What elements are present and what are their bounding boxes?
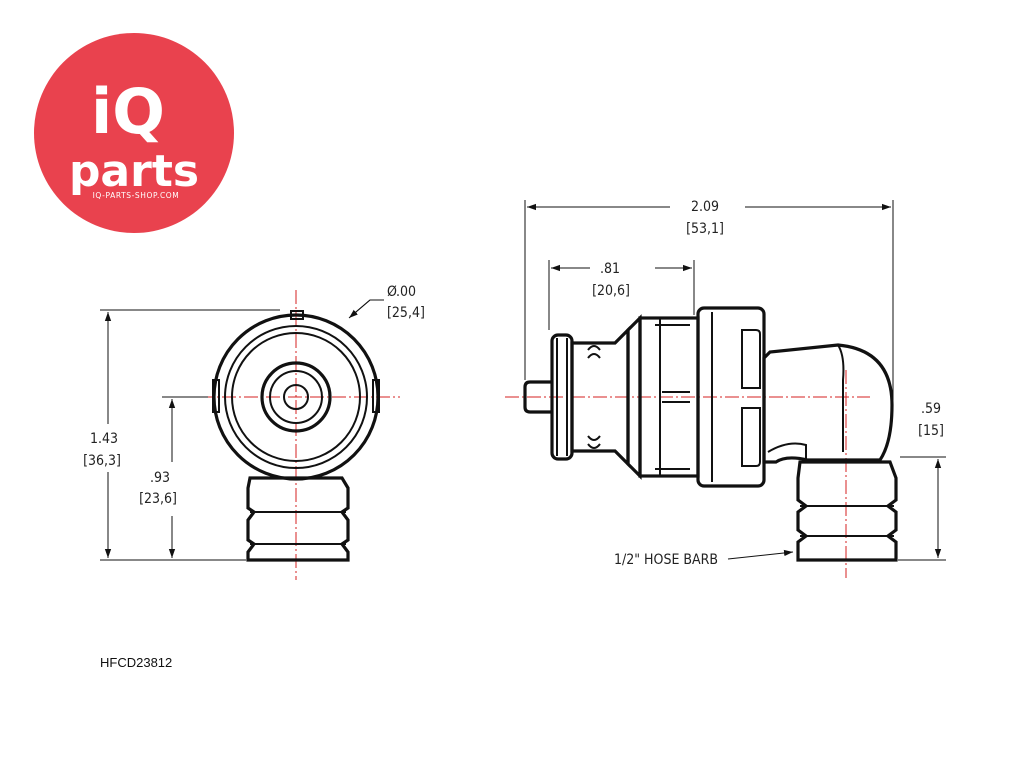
side-hose-barb: [796, 460, 898, 562]
part-number: HFCD23812: [100, 655, 173, 670]
length-mm: [53,1]: [686, 221, 724, 237]
front-center-height-dimension: .93 [23,6]: [139, 396, 208, 558]
front-top-tab: [290, 310, 304, 320]
side-barb-offset-dimension: .59 [15]: [898, 401, 946, 561]
side-nose-tip: [523, 380, 552, 414]
front-bore-outer: [269, 370, 323, 424]
height-value: 1.43: [90, 431, 118, 447]
side-elbow: [762, 343, 894, 464]
diameter-mm: [25,4]: [387, 305, 425, 321]
height-mm: [36,3]: [83, 453, 121, 469]
length-value: 2.09: [691, 199, 719, 215]
front-ring-3: [231, 332, 361, 462]
svg-text:Ø: Ø: [387, 284, 397, 300]
insert-length-mm: [20,6]: [592, 283, 630, 299]
front-height-dimension: 1.43 [36,3]: [83, 309, 280, 561]
barb-offset-mm: [15]: [918, 423, 944, 439]
side-length-dimension: 2.09 [53,1]: [524, 199, 894, 400]
center-height-value: .93: [150, 470, 170, 486]
front-inner-ring: [260, 361, 332, 433]
front-bore: [283, 384, 309, 410]
front-right-tab: [372, 379, 380, 413]
hose-barb-leader: 1/2" HOSE BARB: [614, 549, 794, 568]
iq-parts-logo: iQ parts IQ-PARTS-SHOP.COM: [34, 33, 234, 233]
hose-barb-label: 1/2" HOSE BARB: [614, 552, 718, 568]
diameter-value: .00: [396, 284, 416, 300]
side-view: 2.09 [53,1] .81 [20,6] .59 [15] 1/2" HOS…: [505, 199, 946, 578]
side-insert-length-dimension: .81 [20,6]: [548, 260, 695, 330]
front-left-tab: [212, 379, 220, 413]
barb-offset-value: .59: [921, 401, 941, 417]
front-ring-2: [224, 325, 368, 469]
front-hose-barb: [246, 476, 350, 562]
logo-site-text: IQ-PARTS-SHOP.COM: [93, 191, 180, 200]
logo-parts-text: parts: [69, 146, 199, 197]
insert-length-value: .81: [600, 261, 620, 277]
logo-iq-text: iQ: [91, 75, 165, 148]
center-height-mm: [23,6]: [139, 491, 177, 507]
front-view: Ø .00 [25,4] 1.43 [36,3] .93 [23,6]: [83, 284, 425, 580]
front-diameter-dimension: Ø .00 [25,4]: [348, 284, 425, 321]
